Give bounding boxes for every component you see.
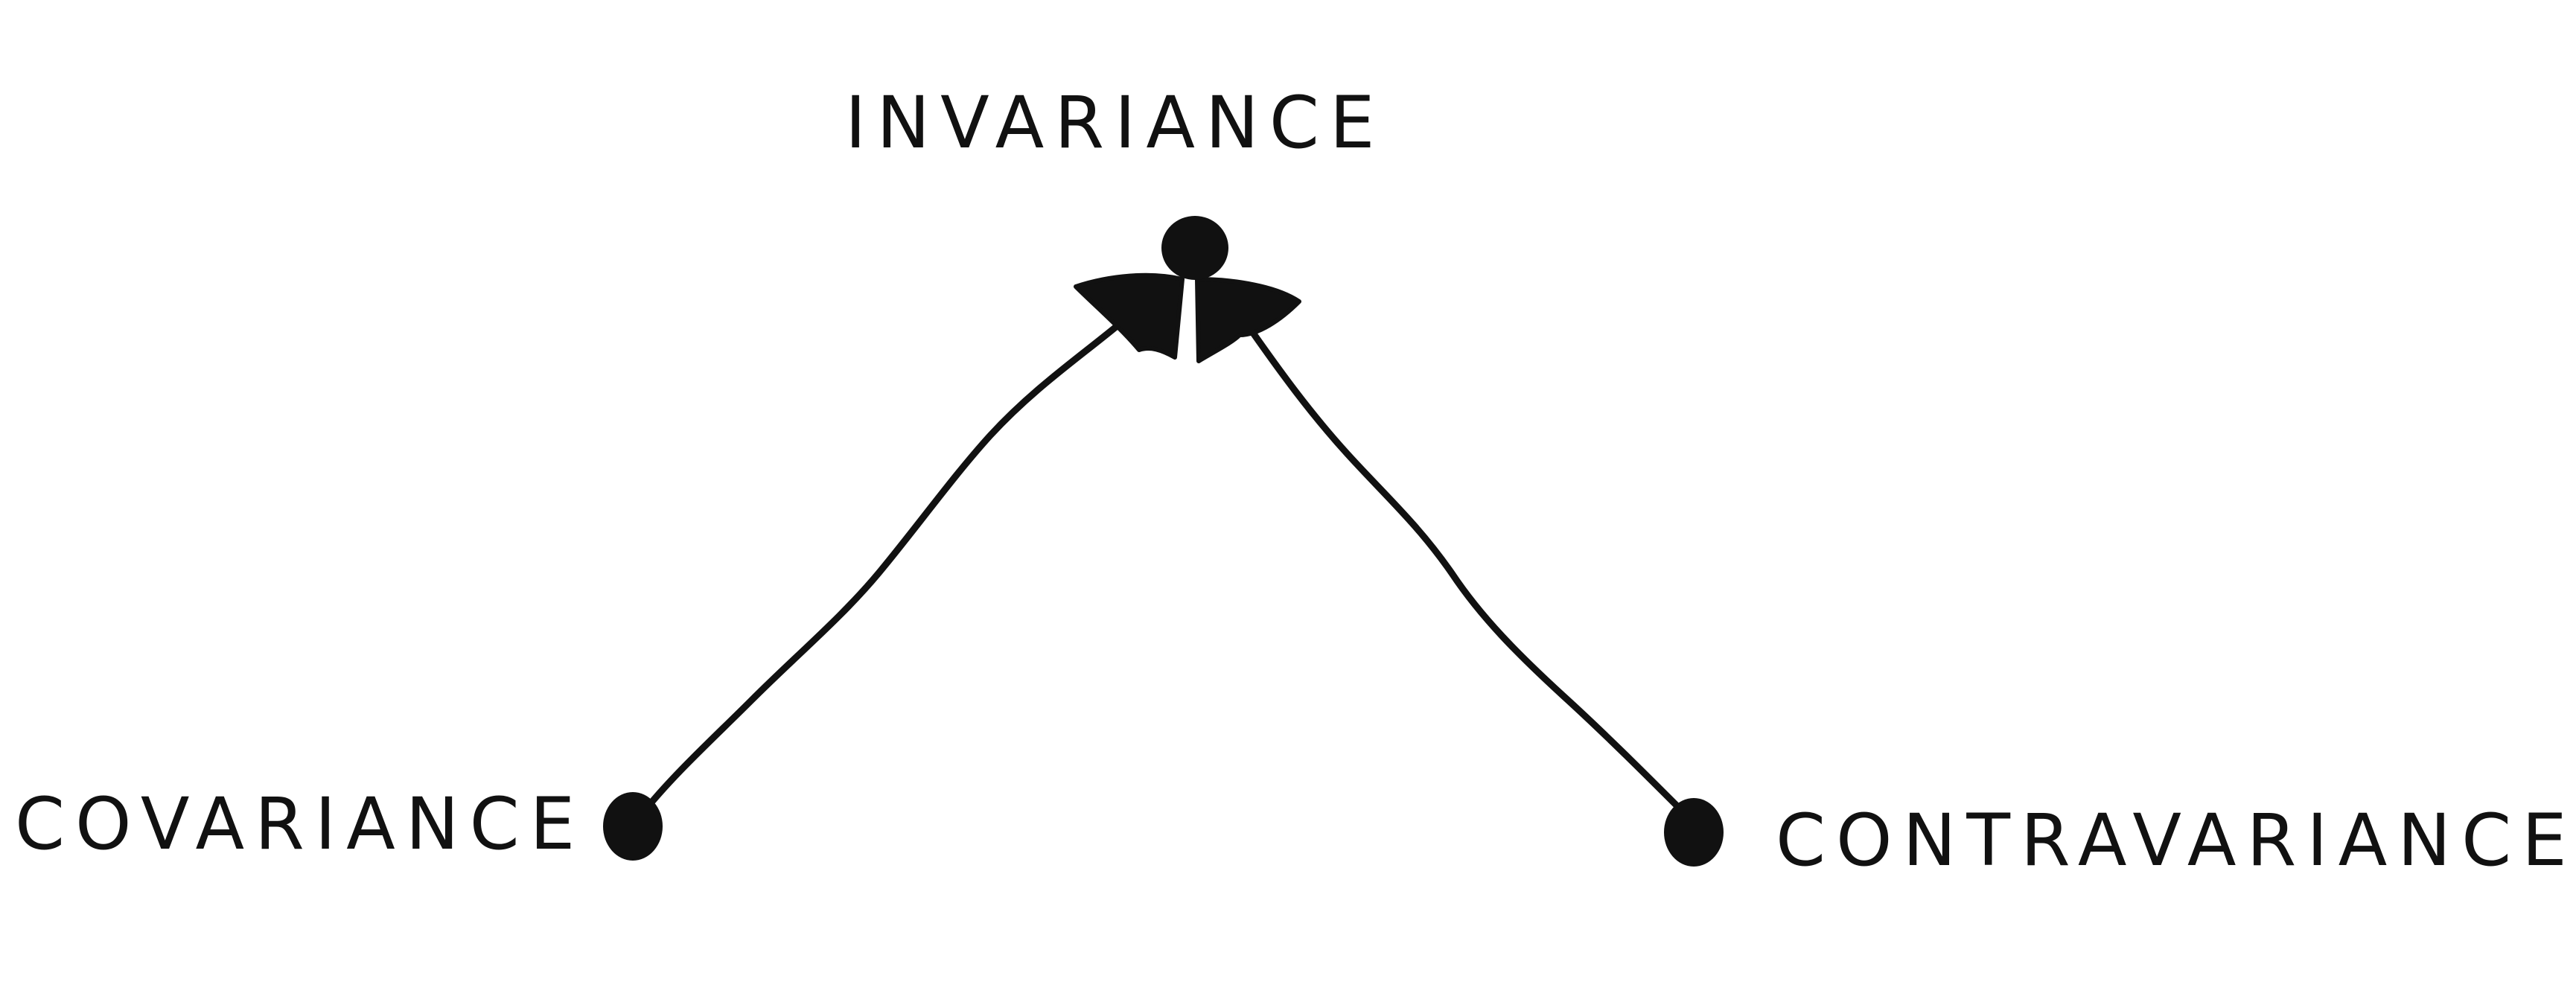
contravariance-node bbox=[1664, 798, 1724, 867]
edge-covariance-to-invariance bbox=[640, 316, 1128, 815]
covariance-node bbox=[603, 792, 663, 861]
contravariance-label: CONTRAVARIANCE bbox=[1776, 799, 2576, 882]
arrowhead-from-covariance bbox=[1074, 272, 1185, 360]
edge-contravariance-to-invariance bbox=[1246, 324, 1688, 817]
invariance-node bbox=[1161, 216, 1228, 280]
covariance-label: COVARIANCE bbox=[15, 782, 585, 866]
arrowhead-from-contravariance bbox=[1195, 277, 1301, 363]
invariance-label: INVARIANCE bbox=[845, 81, 1386, 165]
